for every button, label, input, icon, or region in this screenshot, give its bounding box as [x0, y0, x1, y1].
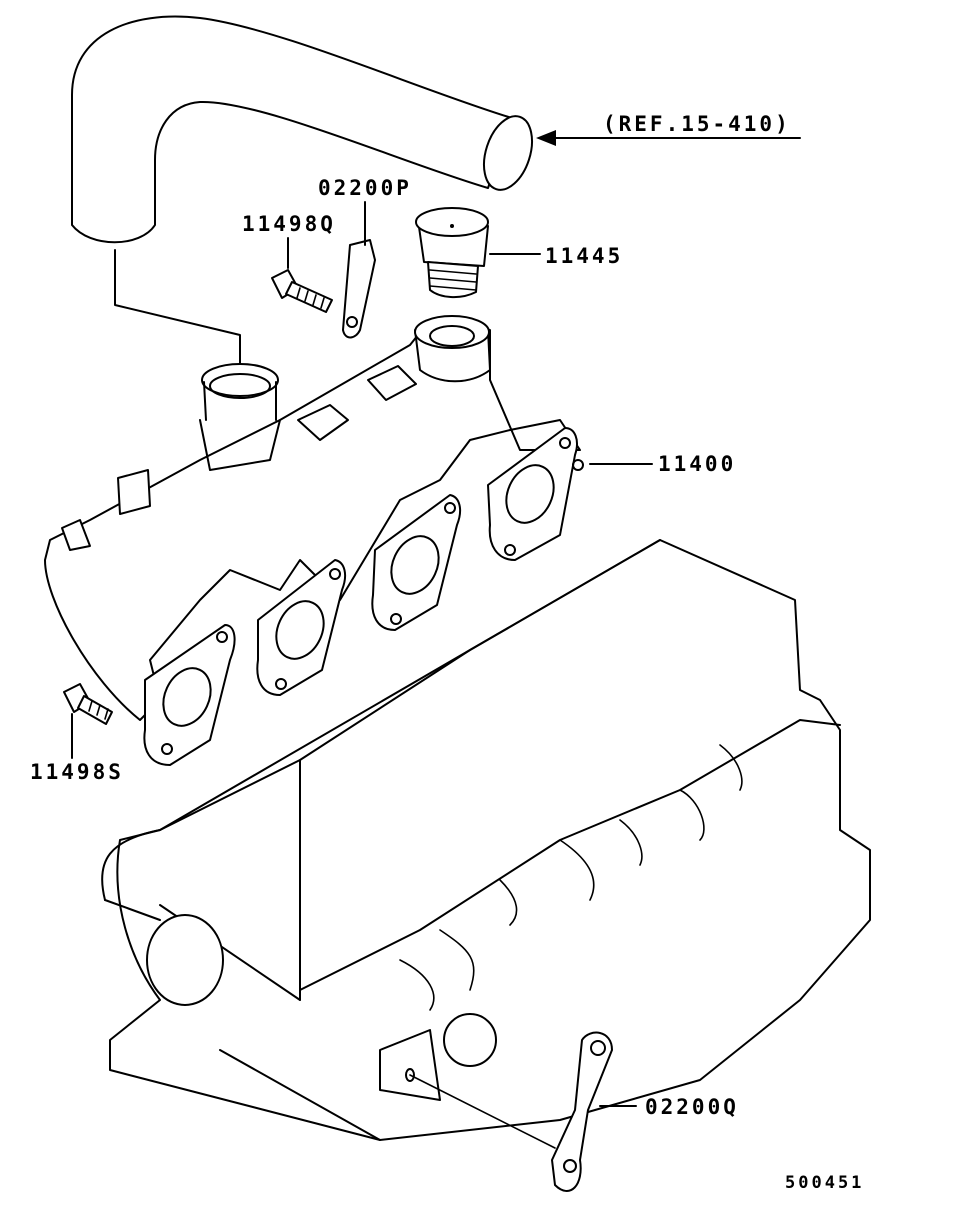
part-02200P-bracket [342, 201, 376, 339]
camshaft-end-plug [146, 914, 224, 1006]
callout-02200P: 02200P [318, 176, 412, 200]
hose-leader-line [114, 249, 241, 376]
ref-arrow [536, 130, 801, 146]
callout-11445: 11445 [545, 244, 624, 268]
diagram-id: 500451 [785, 1173, 865, 1193]
ref-label: (REF.15-410) [603, 112, 791, 136]
part-11498Q-bolt [271, 237, 333, 313]
engine-cylinder-head [101, 539, 871, 1141]
callout-11498S: 11498S [30, 760, 124, 784]
upper-hose [71, 15, 533, 376]
part-11498S-bolt [63, 683, 113, 759]
part-02200Q-bracket [409, 1031, 637, 1192]
callout-02200Q: 02200Q [645, 1095, 739, 1119]
callout-11498Q: 11498Q [242, 212, 336, 236]
callout-11400: 11400 [658, 452, 737, 476]
water-outlet-plug [443, 1013, 497, 1067]
part-11400-manifold [44, 315, 653, 766]
part-11445-plug [415, 207, 541, 298]
